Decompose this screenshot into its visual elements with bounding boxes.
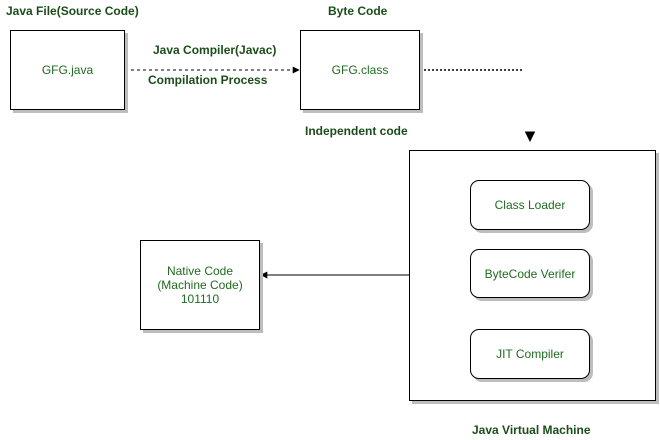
class-to-jvm-connector [420, 69, 536, 143]
compilation-process-label: Compilation Process [148, 73, 268, 87]
class-loader-text: Class Loader [494, 198, 566, 212]
jit-compiler-box: JIT Compiler [470, 329, 590, 379]
native-code-line1: Native Code [166, 264, 234, 278]
java-file-label: Java File(Source Code) [6, 4, 139, 18]
class-loader-box: Class Loader [470, 180, 590, 230]
gfg-class-box: GFG.class [300, 30, 420, 110]
gfg-java-box: GFG.java [10, 30, 125, 110]
jvm-label: Java Virtual Machine [472, 423, 591, 437]
bytecode-verifier-box: ByteCode Verifer [470, 249, 590, 298]
independent-code-label: Independent code [305, 124, 408, 138]
native-code-line2: (Machine Code) [157, 278, 243, 292]
native-code-box: Native Code (Machine Code) 101110 [140, 240, 260, 330]
native-code-text: Native Code (Machine Code) 101110 [141, 264, 259, 306]
bytecode-verifier-text: ByteCode Verifer [484, 266, 576, 281]
gfg-class-text: GFG.class [331, 63, 389, 77]
native-code-line3: 101110 [180, 292, 220, 306]
byte-code-label: Byte Code [328, 4, 388, 18]
jit-compiler-text: JIT Compiler [496, 347, 564, 361]
java-compiler-label: Java Compiler(Javac) [153, 43, 277, 57]
gfg-java-text: GFG.java [41, 63, 94, 77]
